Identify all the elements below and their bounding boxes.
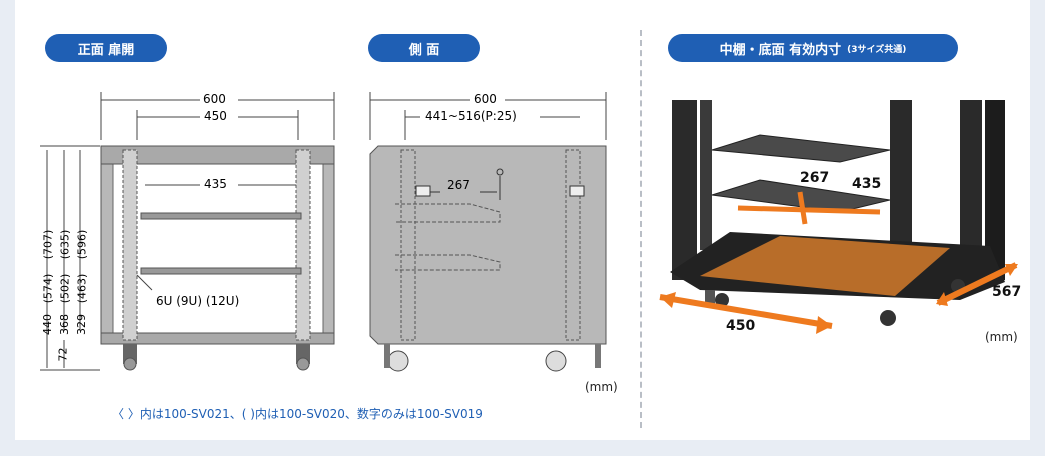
front-width-total: 600: [203, 92, 226, 106]
model-footnote: 〈 〉内は100-SV021、( )内は100-SV020、数字のみは100-S…: [112, 407, 483, 421]
front-width-inner: 450: [204, 109, 227, 123]
side-width-total: 600: [474, 92, 497, 106]
front-shelf-width: 435: [204, 177, 227, 191]
rack-dimension-header: 中棚・底面 有効内寸 (3サイズ共通): [668, 34, 958, 62]
front-view-header-label: 正面 扉開: [77, 42, 135, 58]
side-adjust-range: 441~516(P:25): [425, 109, 517, 123]
front-view-header: 正面 扉開: [45, 34, 167, 62]
rack-bottom-depth: 567: [992, 284, 1022, 300]
rack-units-label: (mm): [985, 330, 1018, 344]
side-shelf-depth: 267: [447, 178, 470, 192]
side-view-header: 側 面: [368, 34, 480, 62]
rack-dimension-header-sub: (3サイズ共通): [847, 44, 907, 55]
rack-shelf-depth: 267: [800, 170, 830, 186]
side-units-label: (mm): [585, 380, 618, 394]
rack-bottom-width: 450: [726, 318, 756, 334]
rack-shelf-width: 435: [852, 176, 882, 192]
front-units-label: 6U (9U) (12U): [156, 294, 240, 308]
section-divider: [640, 30, 642, 428]
rack-dimension-header-label: 中棚・底面 有効内寸: [719, 42, 842, 58]
side-view-header-label: 側 面: [408, 42, 440, 58]
